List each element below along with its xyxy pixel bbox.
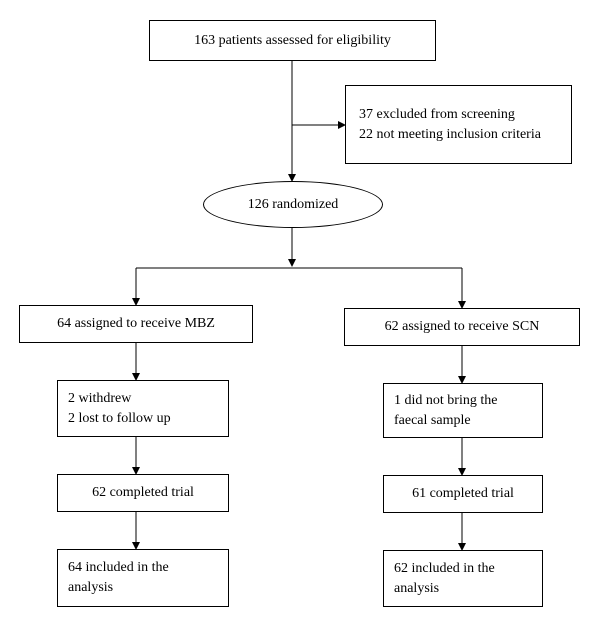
left-completed-box: 62 completed trial [57,474,229,512]
left-assigned-box: 64 assigned to receive MBZ [19,305,253,343]
right-completed-text: 61 completed trial [412,486,514,501]
left-losses-line-2: 2 lost to follow up [68,410,171,426]
assessed-box: 163 patients assessed for eligibility [149,20,436,61]
randomized-ellipse: 126 randomized [203,181,383,228]
excluded-box: 37 excluded from screening 22 not meetin… [345,85,572,164]
excluded-line-1: 37 excluded from screening [359,106,515,122]
right-analysis-line-1: 62 included in the [394,560,495,576]
right-losses-line-1: 1 did not bring the [394,392,498,408]
right-completed-box: 61 completed trial [383,475,543,513]
left-assigned-text: 64 assigned to receive MBZ [57,316,215,331]
left-losses-line-1: 2 withdrew [68,390,132,406]
excluded-line-2: 22 not meeting inclusion criteria [359,126,541,142]
right-losses-box: 1 did not bring the faecal sample [383,383,543,438]
right-assigned-text: 62 assigned to receive SCN [384,319,540,334]
left-analysis-line-1: 64 included in the [68,560,169,575]
right-losses-line-2: faecal sample [394,412,471,428]
randomized-text: 126 randomized [247,196,339,212]
left-losses-box: 2 withdrew 2 lost to follow up [57,380,229,437]
left-completed-text: 62 completed trial [92,485,194,500]
right-analysis-line-2: analysis [394,580,440,596]
assessed-text: 163 patients assessed for eligibility [194,32,391,48]
right-analysis-box: 62 included in the analysis [383,550,543,607]
left-analysis-box: 64 included in the analysis [57,549,229,607]
right-assigned-box: 62 assigned to receive SCN [344,308,580,346]
left-analysis-line-2: analysis [68,580,114,595]
